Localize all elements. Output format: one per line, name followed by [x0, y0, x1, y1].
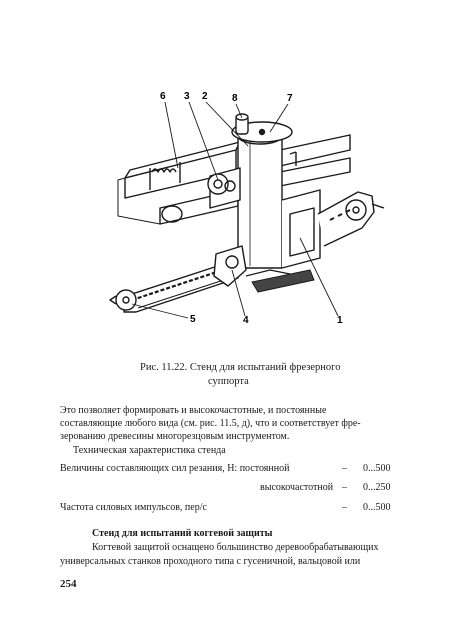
- callout-4: 4: [243, 315, 249, 326]
- spec-label-highfreq: высокочастотной: [260, 482, 334, 493]
- callout-7: 7: [287, 93, 293, 104]
- right-rails: [279, 134, 351, 187]
- spec-dash-1: –: [342, 463, 347, 474]
- callout-6: 6: [160, 91, 166, 102]
- paragraph-line-1: Это позволяет формировать и высокочастот…: [60, 405, 327, 416]
- section-heading: Стенд для испытаний коггевой защиты: [92, 528, 273, 539]
- spec-value-frequency: 0...500: [363, 502, 391, 513]
- spec-value-highfreq: 0...250: [363, 482, 391, 493]
- section-line-1: Когтевой защитой оснащено большинство де…: [92, 542, 379, 553]
- callout-5: 5: [190, 314, 196, 325]
- callout-3: 3: [184, 91, 190, 102]
- callout-8: 8: [232, 93, 238, 104]
- section-line-2: универсальных станков проходного типа с …: [60, 556, 361, 567]
- callout-2: 2: [202, 91, 208, 102]
- paragraph-line-3: зерованию древесины многорезцовым инстру…: [60, 431, 290, 442]
- upper-left-rail: [124, 141, 241, 199]
- claw-bracket: [213, 245, 315, 293]
- central-column: [231, 113, 293, 269]
- page-number: 254: [60, 578, 77, 590]
- spec-dash-3: –: [342, 502, 347, 513]
- figure-caption-line1: Рис. 11.22. Стенд для испытаний фрезерно…: [140, 362, 341, 373]
- right-chain: [317, 191, 385, 247]
- figure-caption-line2: суппорта: [208, 376, 249, 387]
- spec-label-constant: Величины составляющих сил резания, Н: по…: [60, 463, 290, 474]
- spec-label-frequency: Частота силовых импульсов, пер/с: [60, 502, 207, 513]
- callout-1: 1: [337, 315, 343, 326]
- test-stand-drawing: 6 3 2 8 7 5 4 1: [109, 91, 385, 326]
- specs-title: Техническая характеристика стенда: [73, 445, 226, 456]
- spec-dash-2: –: [342, 482, 347, 493]
- leader-lines: [131, 101, 339, 319]
- paragraph-line-2: составляющие любого вида (см. рис. 11.5,…: [60, 418, 361, 429]
- spec-value-constant: 0...500: [363, 463, 391, 474]
